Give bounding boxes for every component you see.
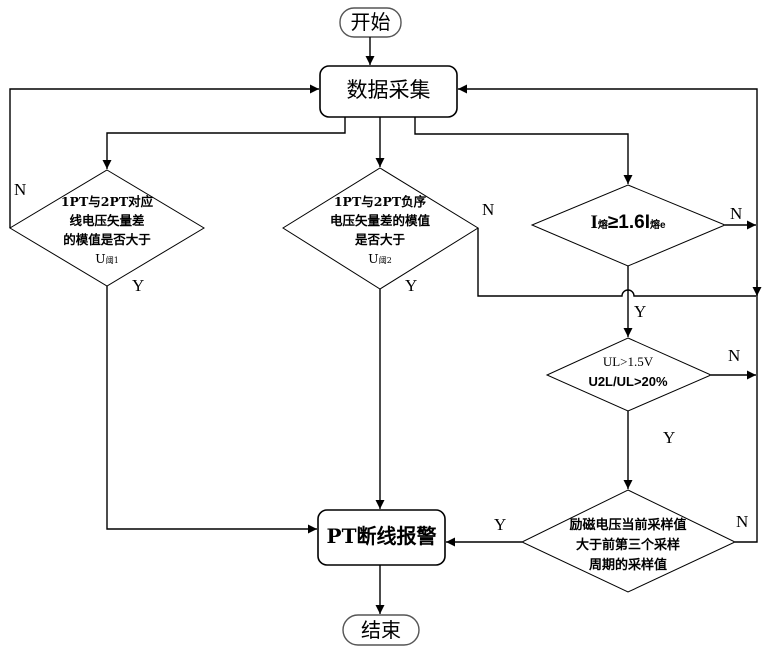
decision2-line2: 电压矢量差的模值 xyxy=(329,213,430,228)
start-label: 开始 xyxy=(350,10,391,34)
d2-yes-label: Y xyxy=(405,276,418,295)
alarm-label: PT断线报警 xyxy=(326,524,437,548)
decision2-text: 1PT与2PT负序 电压矢量差的模值 是否大于 U阈2 xyxy=(313,192,447,270)
decision5-line2: 大于前第三个采样 xyxy=(575,538,680,553)
d4-no-label: N xyxy=(728,346,741,365)
decision1-threshold: U阈1 xyxy=(40,249,174,270)
collect-label: 数据采集 xyxy=(346,78,431,102)
edge-d1-yes xyxy=(106,286,317,534)
decision2-threshold-sub: 阈2 xyxy=(378,256,392,265)
d3-no-label: N xyxy=(730,204,743,223)
decision1-threshold-main: U xyxy=(95,251,106,266)
decision4-line1: UL>1.5V xyxy=(602,354,654,369)
edge-collect-d3 xyxy=(414,117,633,184)
decision3-sub1: 熔 xyxy=(597,220,608,231)
d5-yes-label: Y xyxy=(494,515,507,534)
edge-return-collect xyxy=(458,84,758,543)
d5-no-label: N xyxy=(736,512,749,531)
decision5-diamond xyxy=(520,489,737,593)
decision1-line1: 1PT与2PT对应 xyxy=(60,194,154,209)
alarm-process xyxy=(317,509,446,566)
d4-yes-label: Y xyxy=(663,428,676,447)
collect-process xyxy=(319,65,458,118)
decision4-line2: U2L/UL>20% xyxy=(588,374,668,389)
decision5-line1: 励磁电压当前采样值 xyxy=(569,518,687,533)
decision2-line3: 是否大于 xyxy=(354,232,405,247)
decision3-text: I熔≥1.6I熔e xyxy=(560,212,696,235)
edge-d1-no xyxy=(9,84,319,228)
d1-yes-label: Y xyxy=(132,276,145,295)
d3-yes-label: Y xyxy=(634,302,647,321)
decision1-line2: 线电压矢量差 xyxy=(69,213,145,228)
d1-no-label: N xyxy=(14,180,27,199)
decision2-threshold-main: U xyxy=(368,251,379,266)
edge-collect-d1 xyxy=(102,117,346,169)
decision1-text: 1PT与2PT对应 线电压矢量差 的模值是否大于 U阈1 xyxy=(40,192,174,270)
decision3-part2: ≥1.6I xyxy=(607,212,650,233)
decision2-line1: 1PT与2PT负序 xyxy=(333,194,427,209)
edge-d2-no xyxy=(477,228,756,297)
decision4-text: UL>1.5V U2L/UL>20% xyxy=(560,352,696,392)
decision1-threshold-sub: 阈1 xyxy=(105,256,119,265)
decision2-threshold: U阈2 xyxy=(313,249,447,270)
d2-no-label: N xyxy=(482,200,495,219)
decision5-line3: 周期的采样值 xyxy=(588,558,667,573)
end-terminal xyxy=(342,614,420,646)
decision3-sub2: 熔e xyxy=(649,220,666,231)
end-label: 结束 xyxy=(361,618,401,642)
decision3-part1: I xyxy=(590,212,598,233)
decision1-line3: 的模值是否大于 xyxy=(63,232,151,247)
decision5-text: 励磁电压当前采样值 大于前第三个采样 周期的采样值 xyxy=(548,516,708,576)
